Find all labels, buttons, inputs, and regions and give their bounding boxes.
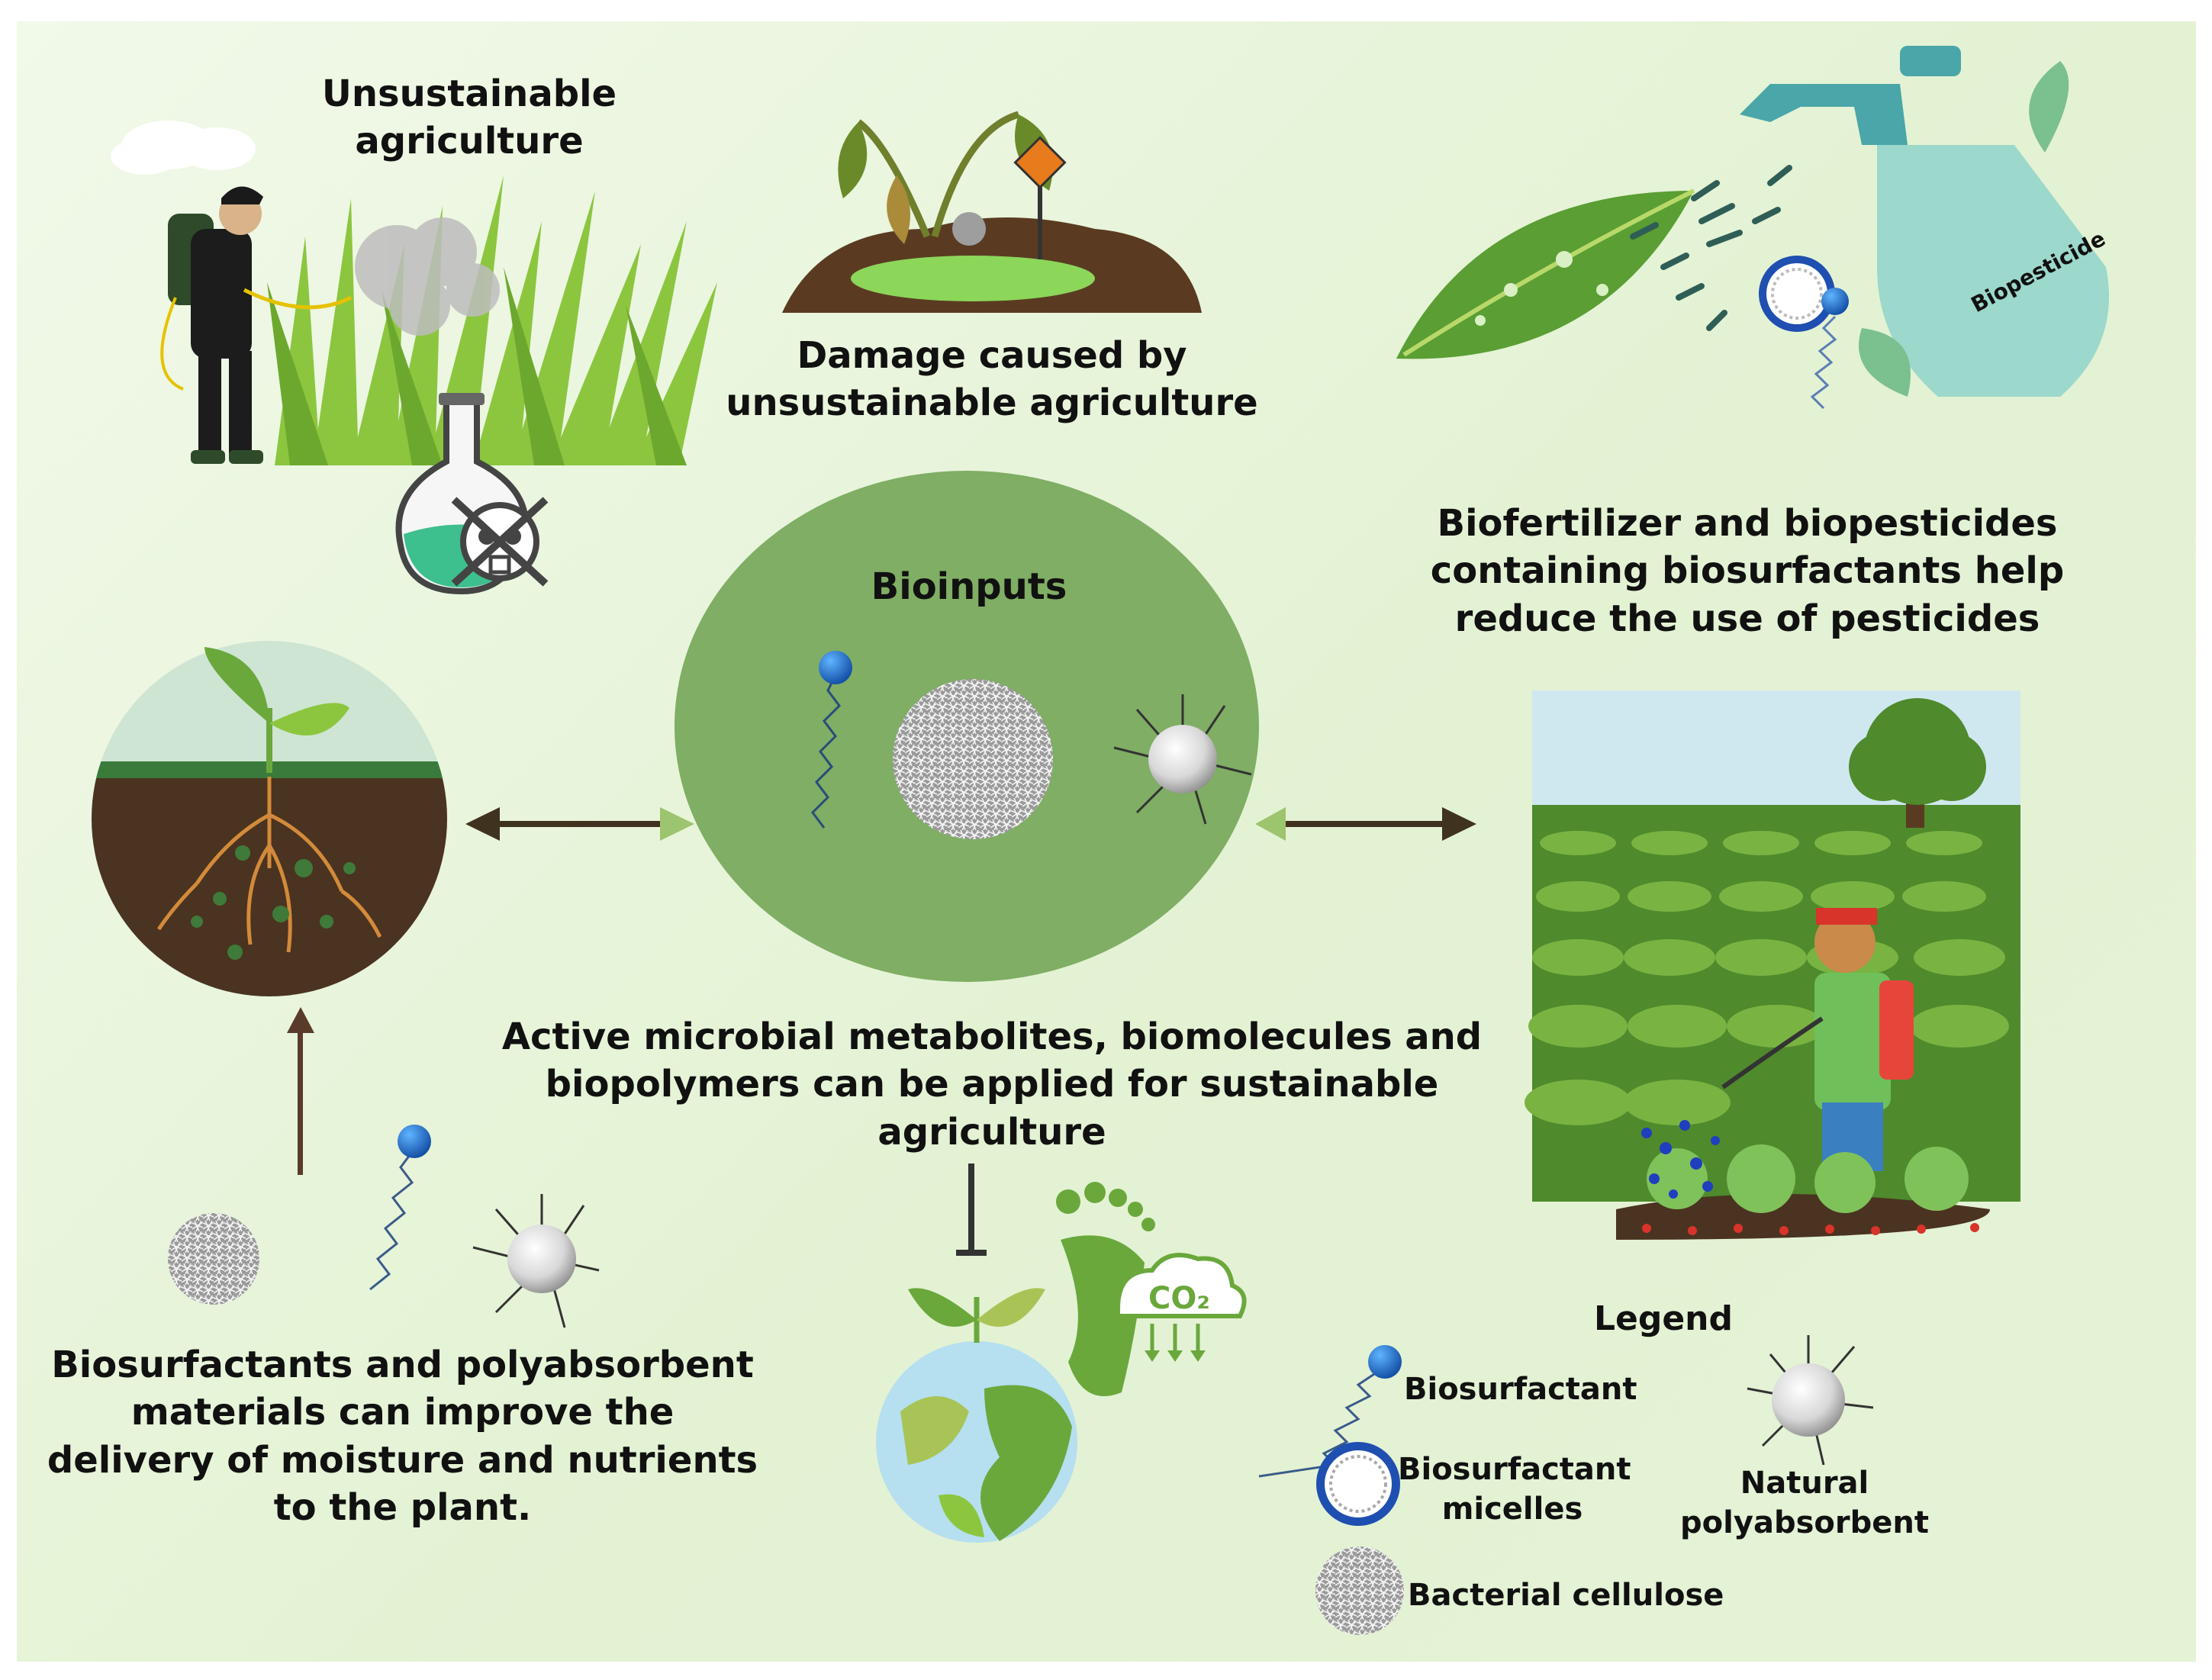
polyabsorbent-icon <box>472 1194 600 1328</box>
legend-micelles-label: Biosurfactant micelles <box>1398 1452 1631 1527</box>
toxic-flask-icon <box>395 393 549 595</box>
left-double-arrow <box>465 807 694 841</box>
biosurfactant-icon <box>811 651 852 829</box>
biosurfactant-icon <box>369 1125 431 1291</box>
biofertilizer-label: Biofertilizer and biopesticides containi… <box>1430 502 2065 640</box>
bioinputs-molecules <box>811 651 1252 839</box>
legend-biosurfactant-label: Biosurfactant <box>1404 1372 1637 1407</box>
bioinputs-label: Bioinputs <box>871 565 1067 608</box>
micelle-icon <box>1759 256 1835 332</box>
legend-micelle-icon <box>1316 1442 1400 1526</box>
spray-bottle-icon: Biopesticide <box>1396 46 2110 410</box>
farmer-spraying-icon <box>111 121 717 465</box>
cellulose-icon <box>893 679 1053 839</box>
sustainable-field-icon <box>1525 690 2020 1240</box>
active-metabolites-label: Active microbial metabolites, biomolecul… <box>501 1015 1483 1154</box>
carbon-footprint-icon: CO₂ <box>1056 1182 1247 1396</box>
legend-cellulose-label: Bacterial cellulose <box>1408 1578 1724 1613</box>
inhibit-arrow <box>956 1163 987 1256</box>
earth-icon <box>876 1288 1077 1543</box>
left-molecules <box>168 1125 600 1328</box>
right-double-arrow <box>1255 807 1476 841</box>
biosurfactants-polyabsorbent-label: Biosurfactants and polyabsorbent materia… <box>47 1344 758 1530</box>
legend-polyabsorbent-icon <box>1747 1335 1874 1466</box>
biosurfactant-icon <box>1810 288 1849 410</box>
sprout-roots-icon <box>92 641 447 996</box>
legend-title: Legend <box>1593 1299 1734 1338</box>
skull-icon <box>451 497 549 587</box>
damage-label: Damage caused by unsustainable agricultu… <box>726 334 1258 425</box>
cellulose-icon <box>168 1213 259 1305</box>
damaged-soil-icon <box>782 111 1202 313</box>
polyabsorbent-icon <box>1113 694 1252 825</box>
cloud-icon <box>111 121 256 175</box>
unsustainable-agriculture-label: Unsustainable agriculture <box>321 72 617 163</box>
co2-label: CO₂ <box>1148 1281 1210 1316</box>
legend-cellulose-icon <box>1315 1546 1404 1635</box>
up-arrow <box>287 1007 314 1175</box>
legend-polyabsorbent-label: Natural polyabsorbent <box>1680 1466 1929 1540</box>
